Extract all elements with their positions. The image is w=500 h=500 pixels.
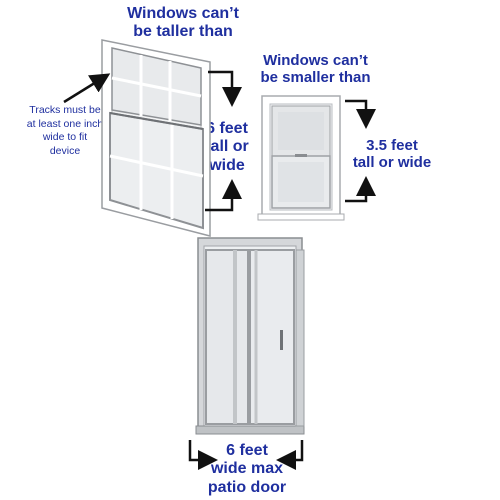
- large-window: [101, 39, 211, 237]
- min-height-arrow-bottom: [345, 176, 376, 203]
- patio-width-arrow-left: [188, 440, 218, 470]
- min-height-arrow-top: [345, 99, 376, 129]
- patio-width-arrow-right: [276, 440, 304, 470]
- min-size-value: 3.5 feet tall or wide: [352, 137, 432, 172]
- small-window: [257, 95, 345, 221]
- max-height-arrow-top: [208, 70, 242, 107]
- tracks-arrow: [63, 73, 111, 104]
- patio-door: [195, 237, 305, 435]
- max-height-arrow-bottom: [205, 179, 242, 212]
- tracks-note: Tracks must be at least one inch wide to…: [26, 104, 104, 157]
- min-size-title: Windows can’t be smaller than: [260, 52, 371, 87]
- patio-door-value: 6 feet wide max patio door: [207, 442, 287, 496]
- max-size-title: Windows can’t be taller than: [127, 5, 239, 41]
